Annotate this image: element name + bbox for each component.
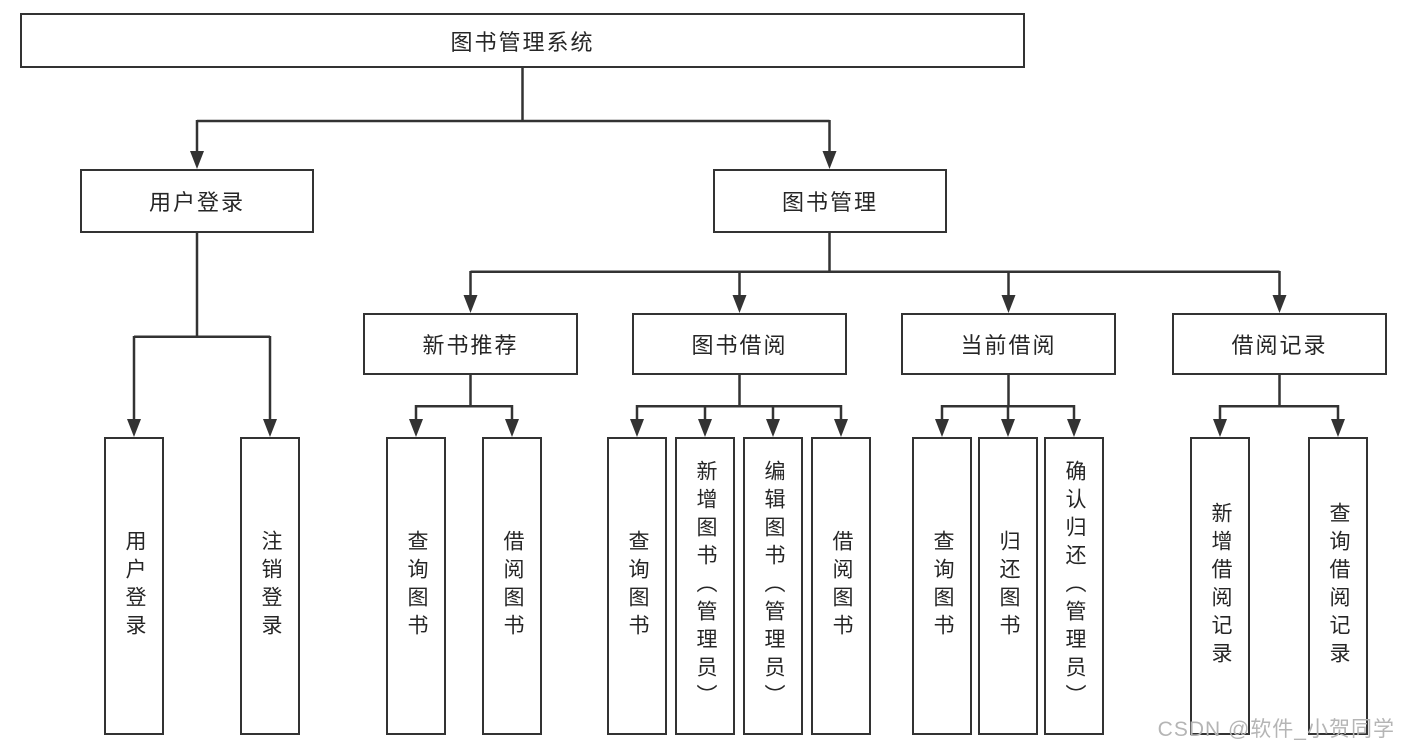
- node-leaf-query-books-borrow-label: 查询图书: [626, 530, 650, 642]
- node-leaf-query-books-rec-label: 查询图书: [405, 530, 429, 642]
- csdn-watermark: CSDN @软件_小贺同学: [1157, 718, 1395, 741]
- node-root-label: 图书管理系统: [450, 29, 595, 55]
- node-leaf-borrow-books-rec: 借阅图书: [482, 437, 542, 735]
- node-root: 图书管理系统: [20, 13, 1025, 68]
- node-leaf-user-login-label: 用户登录: [123, 530, 147, 642]
- node-leaf-return-book-label: 归还图书: [997, 530, 1021, 642]
- node-current-borrow: 当前借阅: [901, 313, 1116, 375]
- node-new-book-rec-label: 新书推荐: [422, 333, 519, 358]
- node-leaf-user-login: 用户登录: [104, 437, 164, 735]
- node-user-login: 用户登录: [80, 169, 314, 233]
- node-borrow-records-label: 借阅记录: [1231, 333, 1328, 358]
- node-leaf-add-book-admin-label: 新增图书（管理员）: [694, 460, 718, 712]
- node-leaf-logout: 注销登录: [240, 437, 300, 735]
- node-leaf-edit-book-admin-label: 编辑图书（管理员）: [762, 460, 786, 712]
- node-leaf-query-books-current: 查询图书: [912, 437, 972, 735]
- node-book-borrow-label: 图书借阅: [691, 333, 788, 358]
- node-leaf-confirm-return-admin: 确认归还（管理员）: [1044, 437, 1104, 735]
- node-borrow-records: 借阅记录: [1172, 313, 1387, 375]
- node-book-mgmt: 图书管理: [713, 169, 947, 233]
- node-leaf-return-book: 归还图书: [978, 437, 1038, 735]
- node-leaf-query-books-borrow: 查询图书: [607, 437, 667, 735]
- node-new-book-rec: 新书推荐: [363, 313, 578, 375]
- node-leaf-confirm-return-admin-label: 确认归还（管理员）: [1063, 460, 1087, 712]
- node-leaf-query-books-current-label: 查询图书: [931, 530, 955, 642]
- node-book-mgmt-label: 图书管理: [781, 190, 878, 215]
- node-current-borrow-label: 当前借阅: [960, 333, 1057, 358]
- node-leaf-add-borrow-record: 新增借阅记录: [1190, 437, 1250, 735]
- node-book-borrow: 图书借阅: [632, 313, 847, 375]
- node-leaf-logout-label: 注销登录: [259, 530, 283, 642]
- node-leaf-query-borrow-record: 查询借阅记录: [1308, 437, 1368, 735]
- node-leaf-query-borrow-record-label: 查询借阅记录: [1327, 502, 1351, 670]
- node-leaf-borrow-books-borrow: 借阅图书: [811, 437, 871, 735]
- node-user-login-label: 用户登录: [148, 190, 245, 215]
- node-leaf-query-books-rec: 查询图书: [386, 437, 446, 735]
- node-leaf-add-book-admin: 新增图书（管理员）: [675, 437, 735, 735]
- node-leaf-borrow-books-rec-label: 借阅图书: [501, 530, 525, 642]
- node-leaf-edit-book-admin: 编辑图书（管理员）: [743, 437, 803, 735]
- node-leaf-borrow-books-borrow-label: 借阅图书: [830, 530, 854, 642]
- node-leaf-add-borrow-record-label: 新增借阅记录: [1209, 502, 1233, 670]
